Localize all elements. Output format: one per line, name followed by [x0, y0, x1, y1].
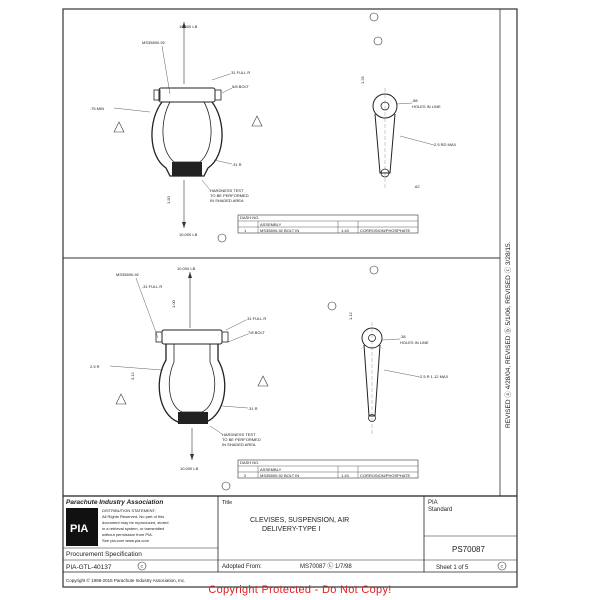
procurement-rev: C — [141, 564, 144, 569]
svg-text:All Rights Reserved. No part o: All Rights Reserved. No part of this — [102, 514, 164, 519]
v2-r: .31 R — [248, 406, 258, 411]
std-label-1: PIA — [428, 500, 438, 506]
v1-bolt: 5/8 BOLT — [232, 84, 249, 89]
sheet-rev: C — [501, 564, 504, 569]
svg-text:1.43: 1.43 — [341, 473, 350, 478]
v2-link-hole: .38 — [400, 334, 406, 339]
svg-text:CORROSION/PHOSPHATE: CORROSION/PHOSPHATE — [360, 473, 410, 478]
drawing-sheet: REVISED ⓐ 4/28/04, REVISED ⓑ 5/1/06, REV… — [62, 8, 518, 588]
sheet-border — [62, 8, 518, 588]
v1-table: DASH NO. 1 ASSEMBLY MS35690-92 BOLT IN 1… — [237, 214, 419, 234]
sheet-number: Sheet 1 of 5 — [436, 565, 469, 571]
v1-link-top: 1.25 — [360, 75, 365, 84]
v1-link-bottom: .62 — [414, 184, 420, 189]
v1-load-top: 10,000 LB — [179, 24, 198, 29]
svg-text:See pia.com www.pia.com: See pia.com www.pia.com — [102, 538, 150, 543]
v1-link-holes-note: HOLES IN LINE — [412, 104, 441, 109]
v2-link-top: 1.12 — [348, 311, 353, 320]
v2-load-top: 10,000 LB — [177, 266, 196, 271]
title-block: Parachute Industry Association PIA DISTR… — [63, 495, 517, 583]
v2-length: 3.12 — [130, 371, 135, 380]
v2-link-holes-note: HOLES IN LINE — [400, 340, 429, 345]
svg-text:DISTRIBUTION STATEMENT:: DISTRIBUTION STATEMENT: — [102, 508, 156, 513]
v1-r: .31 R — [232, 162, 242, 167]
v1-link-length: 2.5 RD MAX — [434, 142, 457, 147]
v2-clevis — [155, 329, 229, 424]
procurement-label: Procurement Specification — [66, 551, 142, 558]
svg-text:ASSEMBLY: ASSEMBLY — [260, 467, 282, 472]
v2-table: DASH NO. 2 ASSEMBLY MS35690-92 BOLT IN 1… — [237, 459, 419, 479]
copyright-watermark: Copyright Protected - Do Not Copy! — [208, 584, 392, 596]
svg-text:IN SHADED AREA: IN SHADED AREA — [222, 442, 256, 447]
org-statement: DISTRIBUTION STATEMENT: All Rights Reser… — [102, 508, 168, 543]
svg-text:HARDNESS TEST: HARDNESS TEST — [222, 432, 256, 437]
v2-width: 1.00 — [171, 299, 176, 308]
v1-load-bottom: 10,000 LB — [179, 232, 198, 237]
v2-radius: 2.5 R — [90, 364, 100, 369]
svg-text:CORROSION/PHOSPHATE: CORROSION/PHOSPHATE — [360, 228, 410, 233]
svg-text:2: 2 — [244, 473, 247, 478]
revision-note: REVISED ⓐ 4/28/04, REVISED ⓑ 5/1/06, REV… — [504, 241, 512, 428]
procurement-value: PIA-GTL-40137 — [66, 564, 112, 571]
v1-inside: 1.50 — [166, 195, 171, 204]
svg-text:MS35690-92 BOLT IN: MS35690-92 BOLT IN — [260, 228, 299, 233]
v2-link-length: 2.5 R 1.12 MAX — [420, 374, 449, 379]
doc-number: PS70087 — [452, 545, 485, 554]
svg-text:1.43: 1.43 — [341, 228, 350, 233]
svg-text:TO BE PERFORMED: TO BE PERFORMED — [222, 437, 261, 442]
title-line-1: CLEVISES, SUSPENSION, AIR — [250, 517, 349, 524]
std-label-2: Standard — [428, 507, 452, 513]
svg-text:PIA: PIA — [70, 523, 88, 535]
v1-pin-dia: .75 MIN — [90, 106, 104, 111]
svg-text:document may be reproduced, st: document may be reproduced, stored — [102, 520, 168, 525]
org-name: Parachute Industry Association — [66, 499, 163, 506]
adopted-label: Adopted From: — [222, 564, 262, 570]
adopted-value: MS70087 Ⓛ 1/7/98 — [300, 562, 352, 570]
v1-full-r: .31 FULL R — [230, 70, 250, 75]
v1-hardness-note: HARDNESS TEST TO BE PERFORMED IN SHADED … — [201, 179, 249, 203]
svg-text:without permission from PIA.: without permission from PIA. — [102, 532, 153, 537]
v1-link — [372, 88, 398, 190]
svg-text:in a retrieval system, or tran: in a retrieval system, or transmitted — [102, 526, 164, 531]
v2-bolt-spec: MS35690-92 — [116, 272, 140, 277]
v2-load-bottom: 10,000 LB — [180, 466, 199, 471]
v2-hardness-note: HARDNESS TEST TO BE PERFORMED IN SHADED … — [209, 425, 261, 447]
svg-text:DASH NO.: DASH NO. — [240, 215, 259, 220]
v2-full-r-left: .31 FULL R — [142, 284, 162, 289]
v1-clevis — [151, 87, 223, 177]
svg-text:DASH NO.: DASH NO. — [240, 460, 259, 465]
view-1: 10,000 LB MS35690-92 .75 MIN .31 FULL R … — [90, 12, 457, 243]
svg-text:MS35690-92 BOLT IN: MS35690-92 BOLT IN — [260, 473, 299, 478]
svg-text:TO BE PERFORMED: TO BE PERFORMED — [210, 193, 249, 198]
v1-bolt-spec: MS35690-92 — [142, 40, 166, 45]
svg-text:1: 1 — [244, 228, 247, 233]
pia-logo: PIA — [66, 508, 98, 546]
v2-link — [361, 322, 383, 434]
title-line-2: DELIVERY-TYPE I — [262, 526, 320, 533]
title-label: Title — [222, 500, 232, 506]
svg-text:IN SHADED AREA: IN SHADED AREA — [210, 198, 244, 203]
svg-text:ASSEMBLY: ASSEMBLY — [260, 222, 282, 227]
svg-text:HARDNESS TEST: HARDNESS TEST — [210, 188, 244, 193]
view-2: 10,000 LB MS35690-92 .31 FULL R .31 FULL… — [90, 265, 449, 491]
copyright: Copyright © 1998-2015 Parachute Industry… — [66, 577, 185, 583]
v1-link-hole: .88 — [412, 98, 418, 103]
engineering-drawing: REVISED ⓐ 4/28/04, REVISED ⓑ 5/1/06, REV… — [62, 8, 518, 588]
v2-bolt: 7/8 BOLT — [248, 330, 265, 335]
v2-full-r-right: .31 FULL R — [246, 316, 266, 321]
